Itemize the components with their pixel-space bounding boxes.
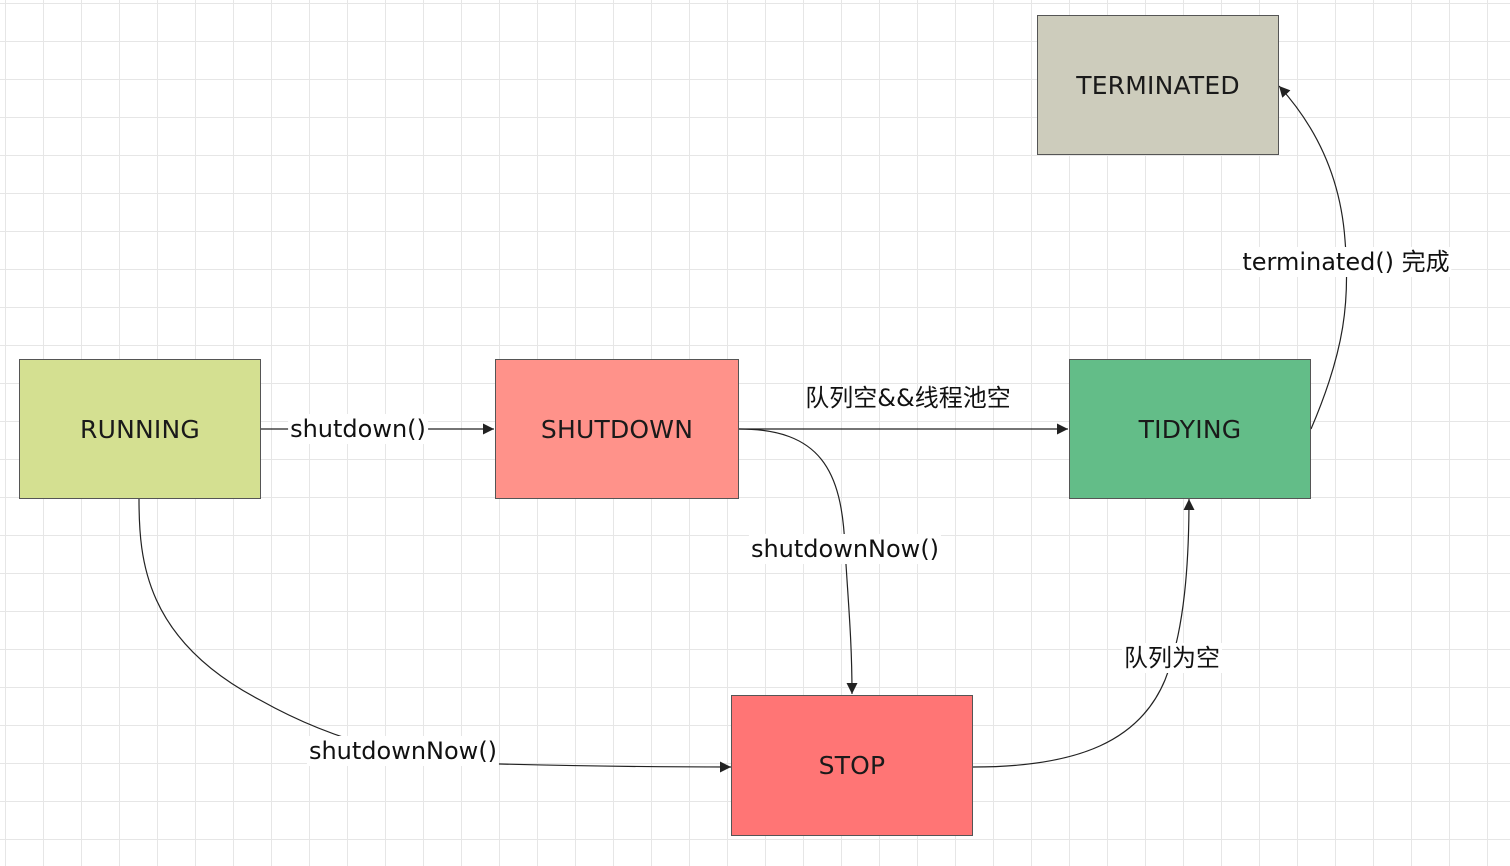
- state-shutdown-label: SHUTDOWN: [540, 414, 694, 444]
- edge-tidying-to-terminated: [1278, 85, 1348, 430]
- state-running-label: RUNNING: [80, 414, 200, 444]
- state-terminated-label: TERMINATED: [1076, 70, 1240, 100]
- state-stop-label: STOP: [818, 751, 886, 780]
- label-running-to-shutdown: shutdown(): [288, 414, 428, 444]
- edge-running-to-stop: [138, 498, 732, 773]
- label-tidying-to-terminated: terminated() 完成: [1240, 247, 1452, 277]
- state-running: RUNNING: [19, 359, 261, 499]
- label-running-to-stop: shutdownNow(): [306, 736, 500, 766]
- state-stop: STOP: [731, 695, 973, 836]
- label-stop-to-tidying: 队列为空: [1122, 643, 1222, 673]
- label-shutdown-to-tidying: 队列空&&线程池空: [805, 384, 1011, 412]
- state-tidying-label: TIDYING: [1138, 414, 1242, 444]
- state-terminated: TERMINATED: [1037, 15, 1279, 155]
- state-tidying: TIDYING: [1069, 359, 1311, 499]
- edge-stop-to-tidying: [972, 498, 1195, 768]
- state-shutdown: SHUTDOWN: [495, 359, 739, 499]
- label-shutdown-to-stop: shutdownNow(): [748, 534, 942, 564]
